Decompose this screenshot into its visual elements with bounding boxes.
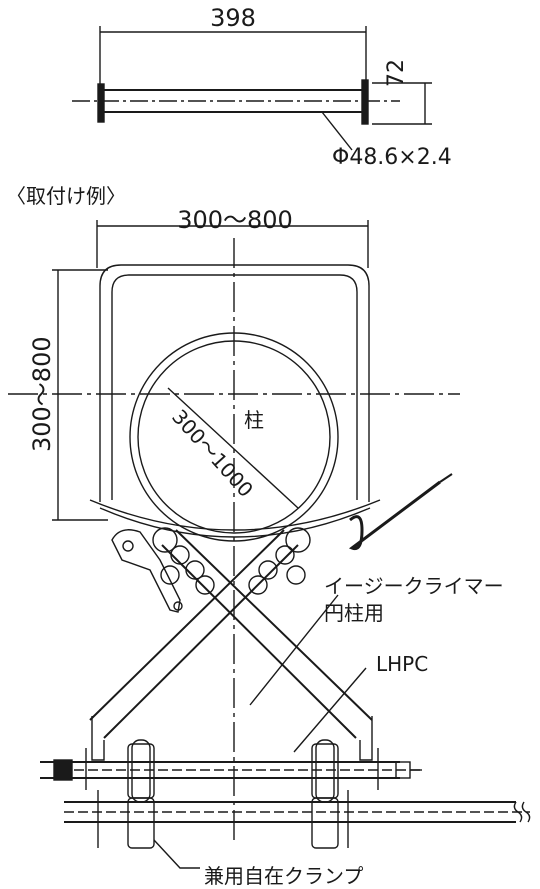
top-view-pipe xyxy=(72,26,432,151)
product-label-line2: 円柱用 xyxy=(324,601,384,625)
width-range-dimension: 300〜800 xyxy=(177,206,293,234)
lhpc-label: LHPC xyxy=(376,652,429,676)
pillar-label: 柱 xyxy=(244,408,264,432)
width-dimension-398: 398 xyxy=(210,4,256,32)
clamp-label: 兼用自在クランプ xyxy=(204,864,364,888)
product-label-line1: イージークライマー xyxy=(324,574,504,598)
example-drawing xyxy=(8,220,531,869)
example-title: 〈取付け例〉 xyxy=(6,184,126,208)
pipe-spec-label: Φ48.6×2.4 xyxy=(332,145,452,170)
height-dimension-72: 72 xyxy=(384,59,409,87)
height-range-dimension: 300〜800 xyxy=(28,336,56,452)
